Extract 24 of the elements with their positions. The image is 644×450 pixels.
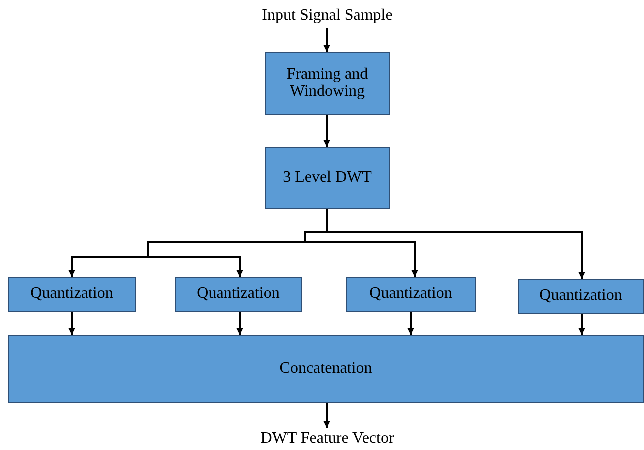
process-box [265,147,390,209]
process-box [346,277,476,312]
arrow [578,314,586,335]
process-box [8,335,644,403]
arrow [68,312,76,335]
box-label: Quantization [368,286,454,303]
flow-label: Input Signal Sample [261,8,394,24]
process-box [518,279,644,314]
arrow [408,312,414,335]
box-label: Quantization [30,286,114,303]
process-box [8,277,136,312]
arrow [324,28,330,52]
box-label: Quantization [538,288,624,305]
box-label: Framing and Windowing [286,66,370,100]
arrow [236,312,244,335]
arrow [324,115,330,147]
flow-label: DWT Feature Vector [260,430,396,448]
process-box [265,52,390,115]
process-box [175,277,302,312]
box-label: Quantization [196,286,281,303]
box-label: 3 Level DWT [282,170,373,186]
arrow [326,209,586,279]
arrow [324,403,330,428]
box-label: Concatenation [278,360,374,378]
